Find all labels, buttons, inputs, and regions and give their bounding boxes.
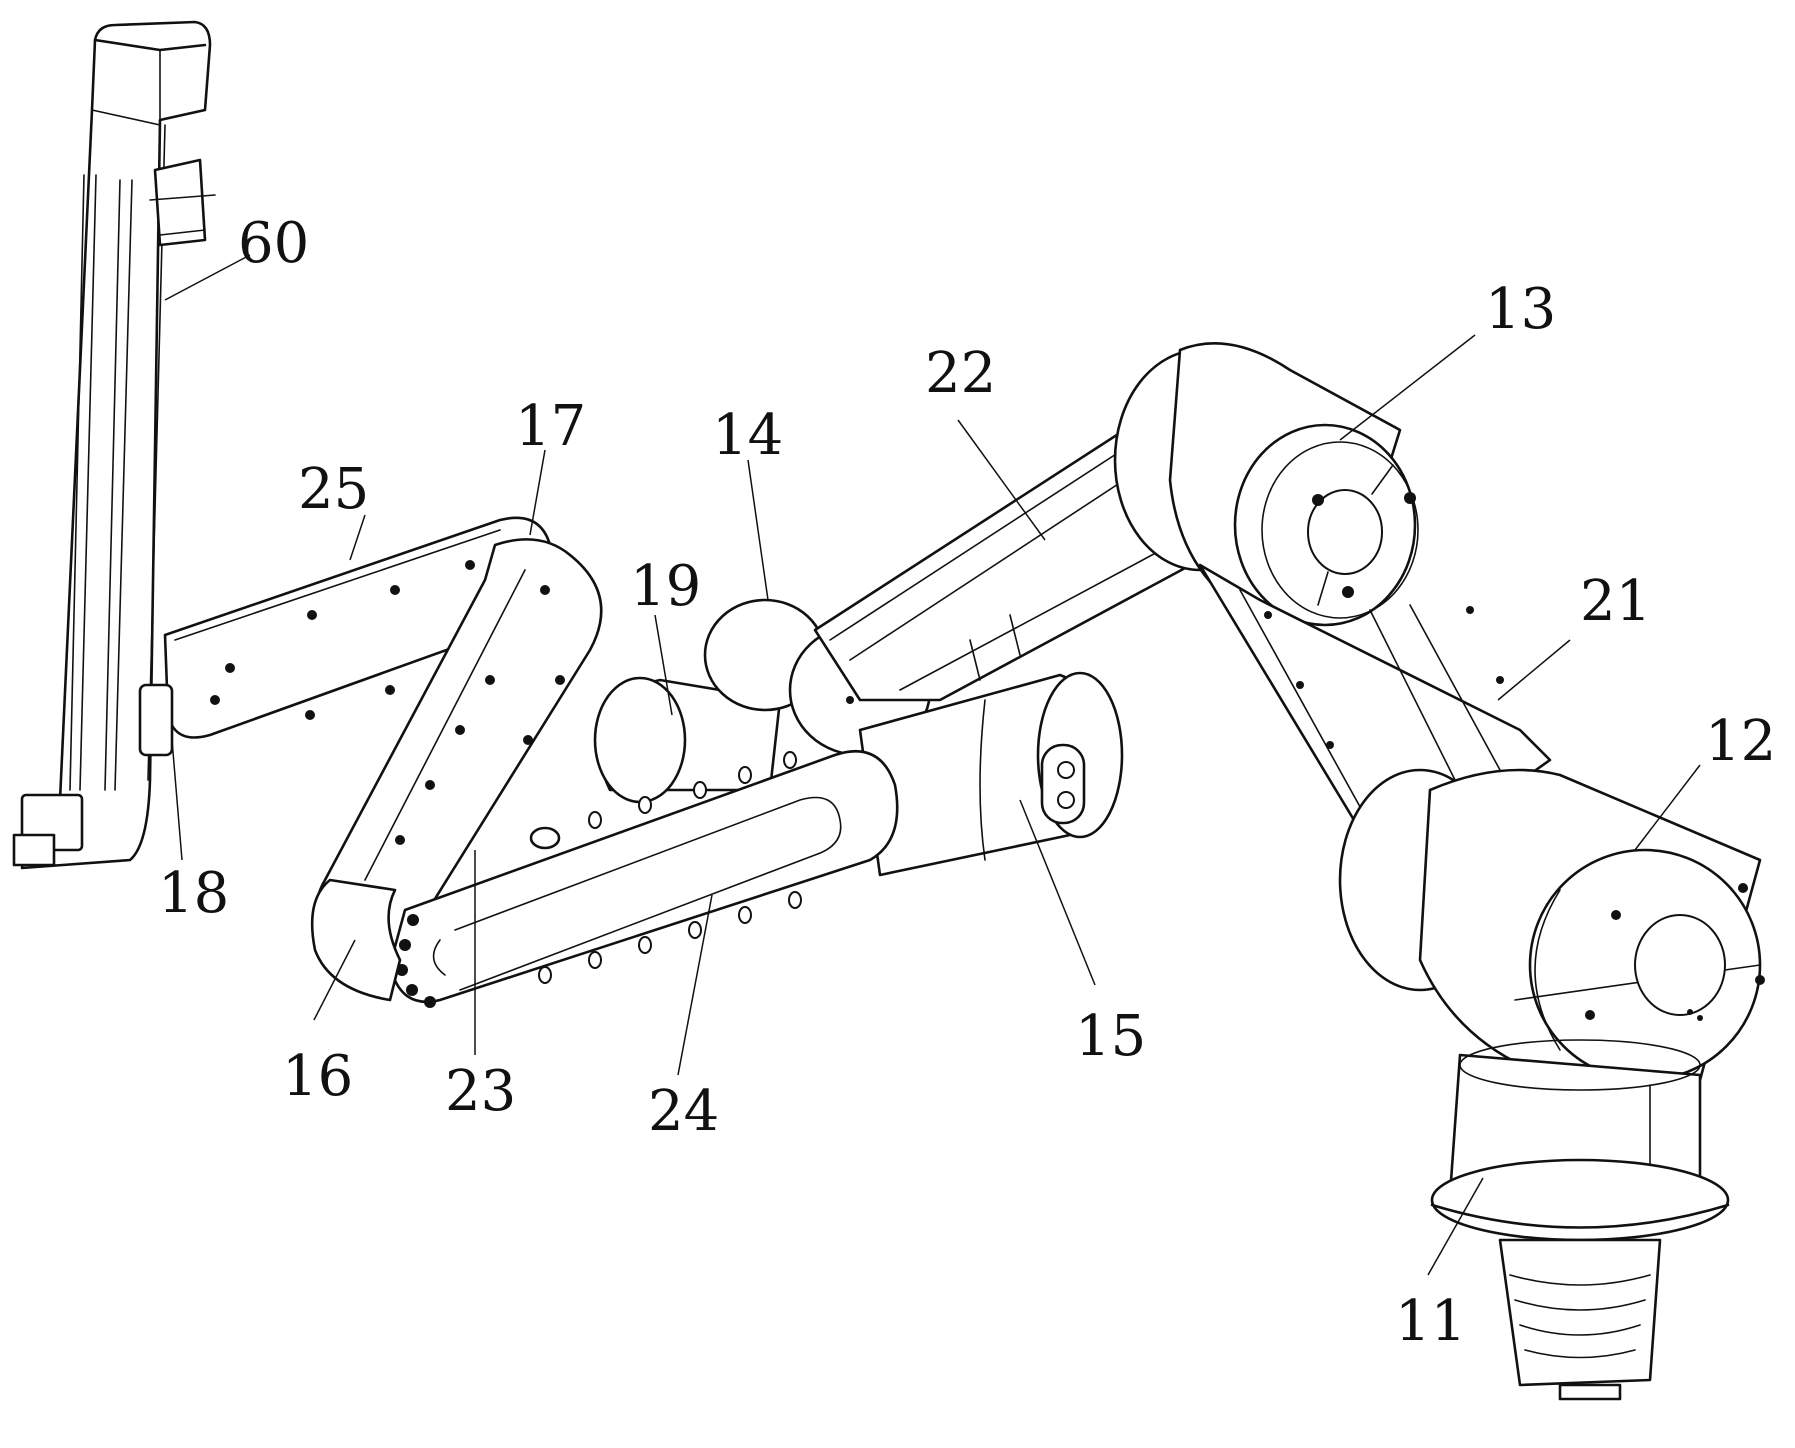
part-23-link <box>388 750 899 1008</box>
part-15-joint <box>858 671 1124 877</box>
leader-15 <box>1019 799 1096 986</box>
label-19: 19 <box>630 554 701 619</box>
leader-lines <box>164 254 1701 1276</box>
label-12: 12 <box>1705 709 1776 774</box>
part-19-joint <box>593 676 782 804</box>
part-16-joint <box>310 878 402 1002</box>
leader-17 <box>529 449 546 536</box>
leader-11 <box>1427 1177 1484 1276</box>
part-24-link <box>315 538 603 977</box>
label-17: 17 <box>515 394 586 459</box>
label-21: 21 <box>1580 569 1651 634</box>
leader-21 <box>1497 639 1571 701</box>
label-60: 60 <box>238 211 309 276</box>
leader-16 <box>313 939 356 1021</box>
leader-25 <box>349 514 366 561</box>
label-15: 15 <box>1075 1004 1146 1069</box>
part-60-rail <box>12 20 216 870</box>
label-23: 24 <box>648 1079 719 1144</box>
leader-18 <box>171 739 183 861</box>
label-16: 16 <box>282 1044 353 1109</box>
leader-60 <box>164 254 251 301</box>
label-22: 22 <box>925 341 996 406</box>
leader-19 <box>654 614 673 716</box>
label-14: 14 <box>712 403 783 468</box>
label-18: 18 <box>158 861 229 926</box>
part-12-joint <box>1338 768 1765 1082</box>
label-24: 23 <box>445 1059 516 1124</box>
leader-13 <box>1339 334 1476 441</box>
part-11-base <box>1430 1039 1730 1401</box>
label-25: 25 <box>298 457 369 522</box>
part-13-joint <box>1113 342 1419 627</box>
label-13: 13 <box>1485 277 1556 342</box>
label-11: 11 <box>1395 1289 1466 1354</box>
leader-12 <box>1634 764 1701 851</box>
leader-23 <box>677 894 713 1076</box>
reference-labels: 60 25 17 14 19 22 13 21 12 18 16 23 24 1… <box>158 211 1776 1354</box>
leader-14 <box>747 459 769 601</box>
leader-22 <box>957 419 1046 541</box>
